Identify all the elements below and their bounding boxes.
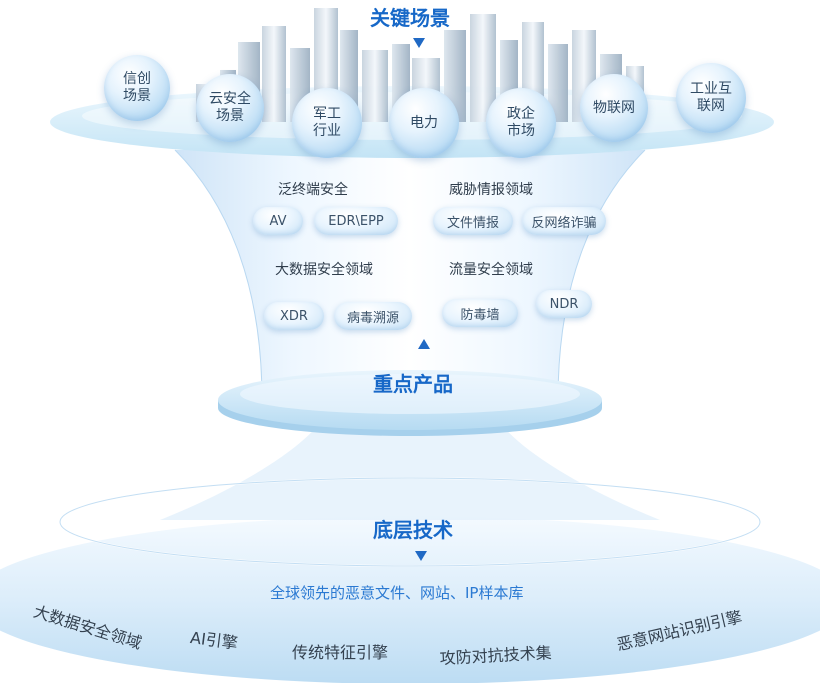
- product-edr-epp: EDR\EPP: [314, 207, 398, 235]
- bottom-platform: [0, 400, 820, 683]
- category-big-data-security: 大数据安全领域: [275, 262, 373, 278]
- key-products-title: 重点产品: [373, 372, 453, 396]
- scenario-bubble-cloud-security: 云安全 场景: [196, 74, 264, 142]
- product-xdr: XDR: [264, 302, 324, 330]
- product-antivirus-wall: 防毒墙: [442, 299, 518, 327]
- tech-signature-engine: 传统特征引擎: [292, 643, 389, 662]
- category-threat-intel: 威胁情报领域: [449, 182, 533, 198]
- arrow-up-icon: [418, 339, 430, 349]
- underlying-tech-title: 底层技术: [373, 518, 453, 542]
- product-anti-fraud: 反网络诈骗: [522, 207, 606, 235]
- category-endpoint-security: 泛终端安全: [278, 182, 348, 198]
- product-virus-tracing: 病毒溯源: [334, 302, 412, 330]
- category-traffic-security: 流量安全领域: [449, 262, 533, 278]
- key-scenarios-title: 关键场景: [370, 6, 450, 30]
- scenario-bubble-military: 军工 行业: [292, 88, 362, 158]
- arrow-down-icon: [413, 38, 425, 48]
- scenario-bubble-industrial-internet: 工业互 联网: [676, 63, 746, 133]
- scenario-bubble-government: 政企 市场: [486, 88, 556, 158]
- scenario-bubble-power: 电力: [389, 88, 459, 158]
- arrow-down-icon: [415, 551, 427, 561]
- funnel: [174, 149, 646, 401]
- product-file-intel: 文件情报: [433, 207, 513, 235]
- middle-disc: [218, 370, 602, 436]
- product-ndr: NDR: [536, 290, 592, 318]
- scenario-bubble-iot: 物联网: [580, 74, 648, 142]
- sample-library-label: 全球领先的恶意文件、网站、IP样本库: [270, 584, 524, 602]
- product-av: AV: [253, 207, 303, 235]
- scenario-bubble-xinchuang: 信创 场景: [104, 55, 170, 121]
